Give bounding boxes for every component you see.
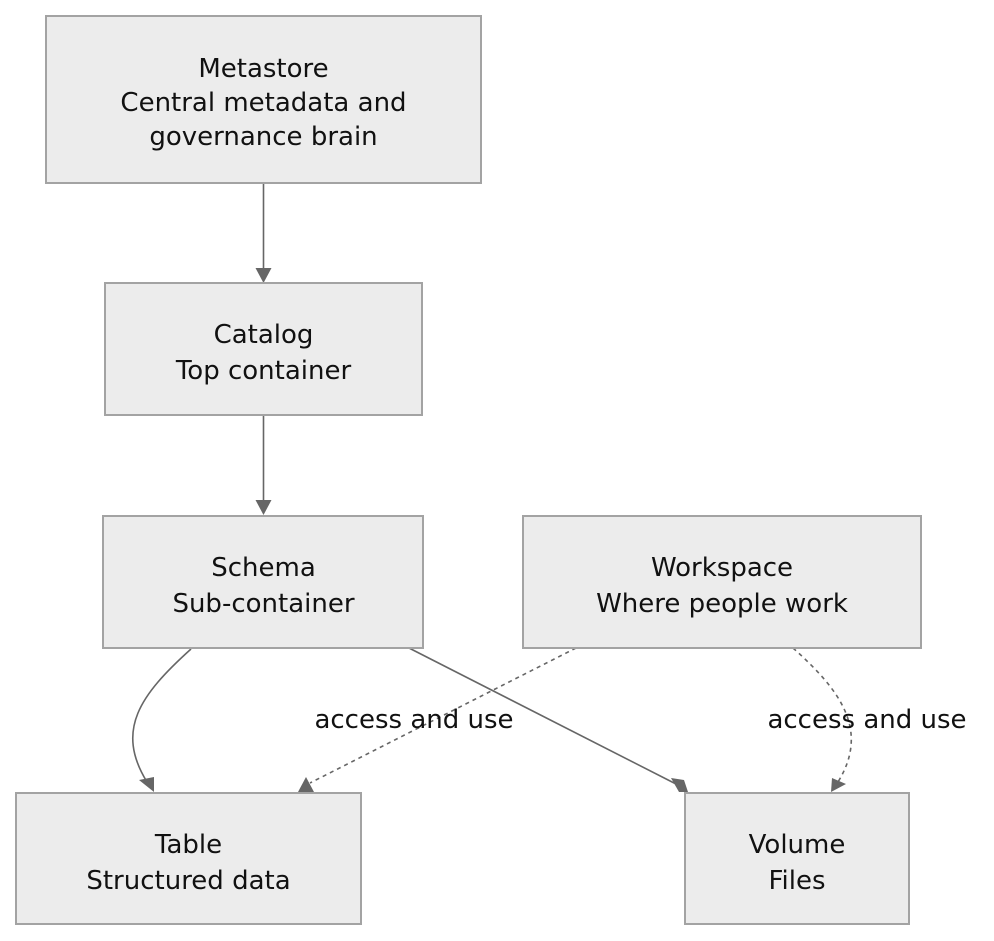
node-volume[interactable]: Volume Files: [684, 792, 910, 925]
arrowhead: [139, 777, 154, 792]
node-table[interactable]: Table Structured data: [15, 792, 362, 925]
node-workspace-title: Workspace: [651, 553, 793, 583]
node-workspace-desc: Where people work: [596, 589, 848, 619]
arrowhead: [831, 778, 846, 792]
edge-schema-volume: [408, 647, 688, 792]
node-catalog-desc: Top container: [175, 356, 352, 386]
edge-schema-table: [132, 648, 192, 792]
node-volume-title: Volume: [749, 830, 846, 860]
node-table-desc: Structured data: [86, 866, 290, 896]
node-metastore-title: Metastore: [198, 54, 328, 84]
node-metastore-desc-line1: Central metadata and: [120, 88, 406, 118]
arrowhead: [298, 777, 314, 792]
node-catalog-title: Catalog: [214, 320, 314, 350]
arrowhead: [255, 268, 272, 283]
edge-label-workspace-table: access and use: [314, 705, 513, 735]
node-metastore-desc-line2: governance brain: [149, 122, 377, 152]
edge-metastore-catalog: [255, 184, 272, 283]
node-metastore[interactable]: Metastore Central metadata and governanc…: [45, 15, 482, 184]
edge-catalog-schema: [255, 416, 272, 515]
edge-label-workspace-volume: access and use: [767, 705, 966, 735]
node-catalog[interactable]: Catalog Top container: [104, 282, 423, 416]
node-table-title: Table: [154, 830, 222, 860]
node-workspace[interactable]: Workspace Where people work: [522, 515, 922, 649]
node-schema-desc: Sub-container: [172, 589, 354, 619]
edge-workspace-table: [298, 647, 577, 792]
arrowhead: [671, 778, 688, 792]
node-schema[interactable]: Schema Sub-container: [102, 515, 424, 649]
node-volume-desc: Files: [768, 866, 825, 896]
arrowhead: [255, 500, 272, 515]
edge-workspace-volume: [792, 647, 853, 792]
node-schema-title: Schema: [211, 553, 316, 583]
